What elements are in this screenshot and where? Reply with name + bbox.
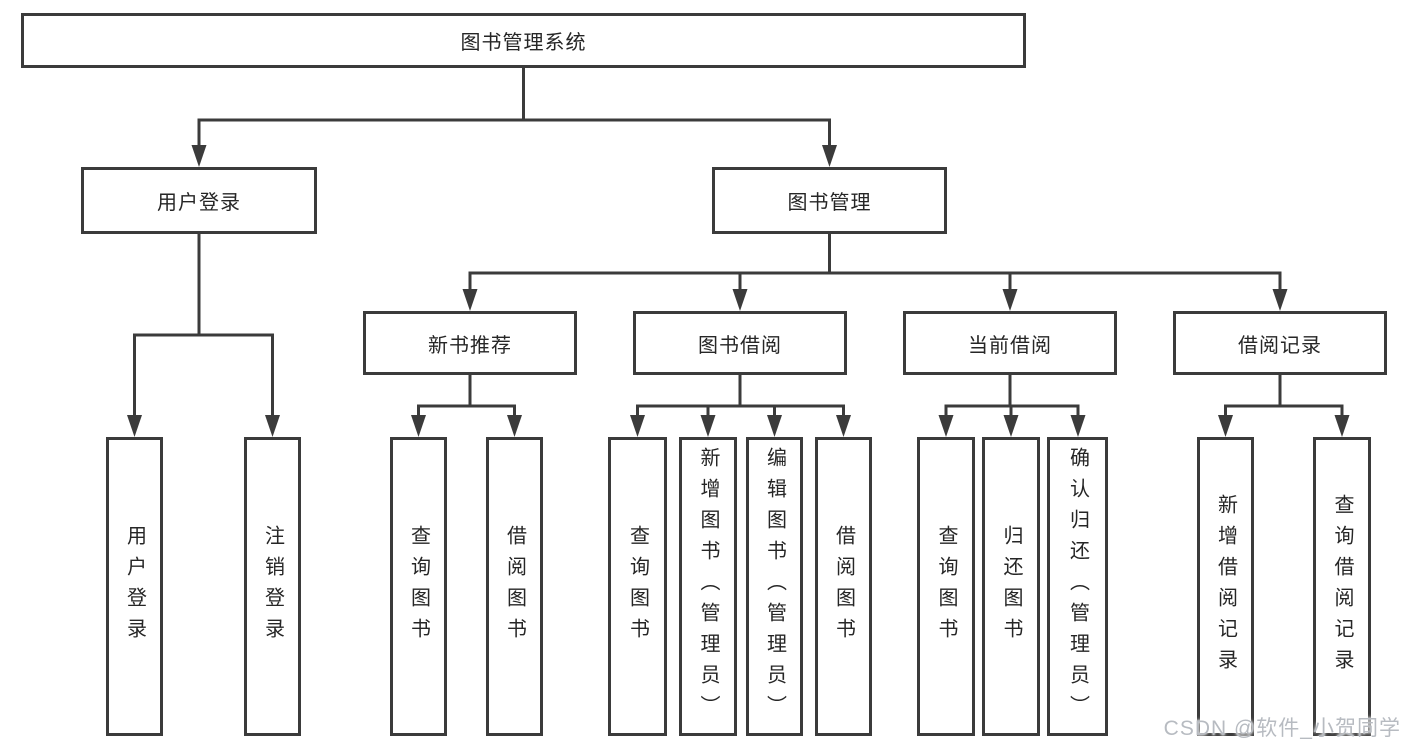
node-label: 确认归还（管理员） xyxy=(1066,447,1089,726)
node-user-login: 用户登录 xyxy=(81,167,317,234)
connector-book-borrow-to-leaves xyxy=(630,375,851,437)
node-borrow-records: 借阅记录 xyxy=(1173,311,1387,375)
node-label: 借阅图书 xyxy=(832,524,855,649)
node-label: 图书管理系统 xyxy=(460,32,587,54)
node-label: 新增图书（管理员） xyxy=(697,447,719,726)
node-label: 查询图书 xyxy=(935,524,957,649)
node-root-library-system: 图书管理系统 xyxy=(21,13,1026,68)
node-label: 借阅记录 xyxy=(1238,334,1322,357)
node-book-management: 图书管理 xyxy=(712,167,947,234)
node-new-book-recommend: 新书推荐 xyxy=(363,311,577,375)
node-label: 用户登录 xyxy=(123,524,146,649)
connector-borrow-records-to-leaves xyxy=(1218,375,1350,437)
leaf-add-book-admin: 新增图书（管理员） xyxy=(679,437,737,736)
node-label: 注销登录 xyxy=(261,524,284,649)
leaf-query-books-recommend: 查询图书 xyxy=(390,437,447,736)
node-label: 借阅图书 xyxy=(503,524,526,649)
connector-new-book-to-leaves xyxy=(411,375,522,437)
connector-user-login-to-leaves xyxy=(127,234,280,437)
node-label: 查询图书 xyxy=(626,524,649,649)
csdn-watermark: CSDN @软件_小贺同学 xyxy=(1163,717,1401,740)
node-current-borrow: 当前借阅 xyxy=(903,311,1117,375)
node-label: 编辑图书（管理员） xyxy=(763,447,786,726)
leaf-borrow-books: 借阅图书 xyxy=(815,437,872,736)
connector-current-borrow-to-leaves xyxy=(938,375,1086,437)
node-book-borrow: 图书借阅 xyxy=(633,311,847,375)
connector-root-to-level2 xyxy=(191,68,837,167)
leaf-borrow-books-recommend: 借阅图书 xyxy=(486,437,543,736)
node-label: 归还图书 xyxy=(1000,524,1022,649)
leaf-query-books-borrow: 查询图书 xyxy=(608,437,667,736)
node-label: 用户登录 xyxy=(157,192,241,214)
node-label: 图书管理 xyxy=(787,192,872,214)
node-label: 新书推荐 xyxy=(428,334,512,357)
leaf-query-books-current: 查询图书 xyxy=(917,437,975,736)
connector-book-management-to-level3 xyxy=(462,234,1288,311)
node-label: 查询图书 xyxy=(407,524,430,649)
node-label: 查询借阅记录 xyxy=(1331,493,1353,680)
leaf-add-borrow-record: 新增借阅记录 xyxy=(1197,437,1254,736)
leaf-logout: 注销登录 xyxy=(244,437,301,736)
node-label: 图书借阅 xyxy=(698,334,782,357)
leaf-return-book: 归还图书 xyxy=(982,437,1040,736)
leaf-user-login: 用户登录 xyxy=(106,437,163,736)
leaf-confirm-return-admin: 确认归还（管理员） xyxy=(1047,437,1108,736)
node-label: 新增借阅记录 xyxy=(1214,493,1237,680)
leaf-edit-book-admin: 编辑图书（管理员） xyxy=(746,437,803,736)
node-label: 当前借阅 xyxy=(968,334,1052,357)
leaf-query-borrow-record: 查询借阅记录 xyxy=(1313,437,1371,736)
